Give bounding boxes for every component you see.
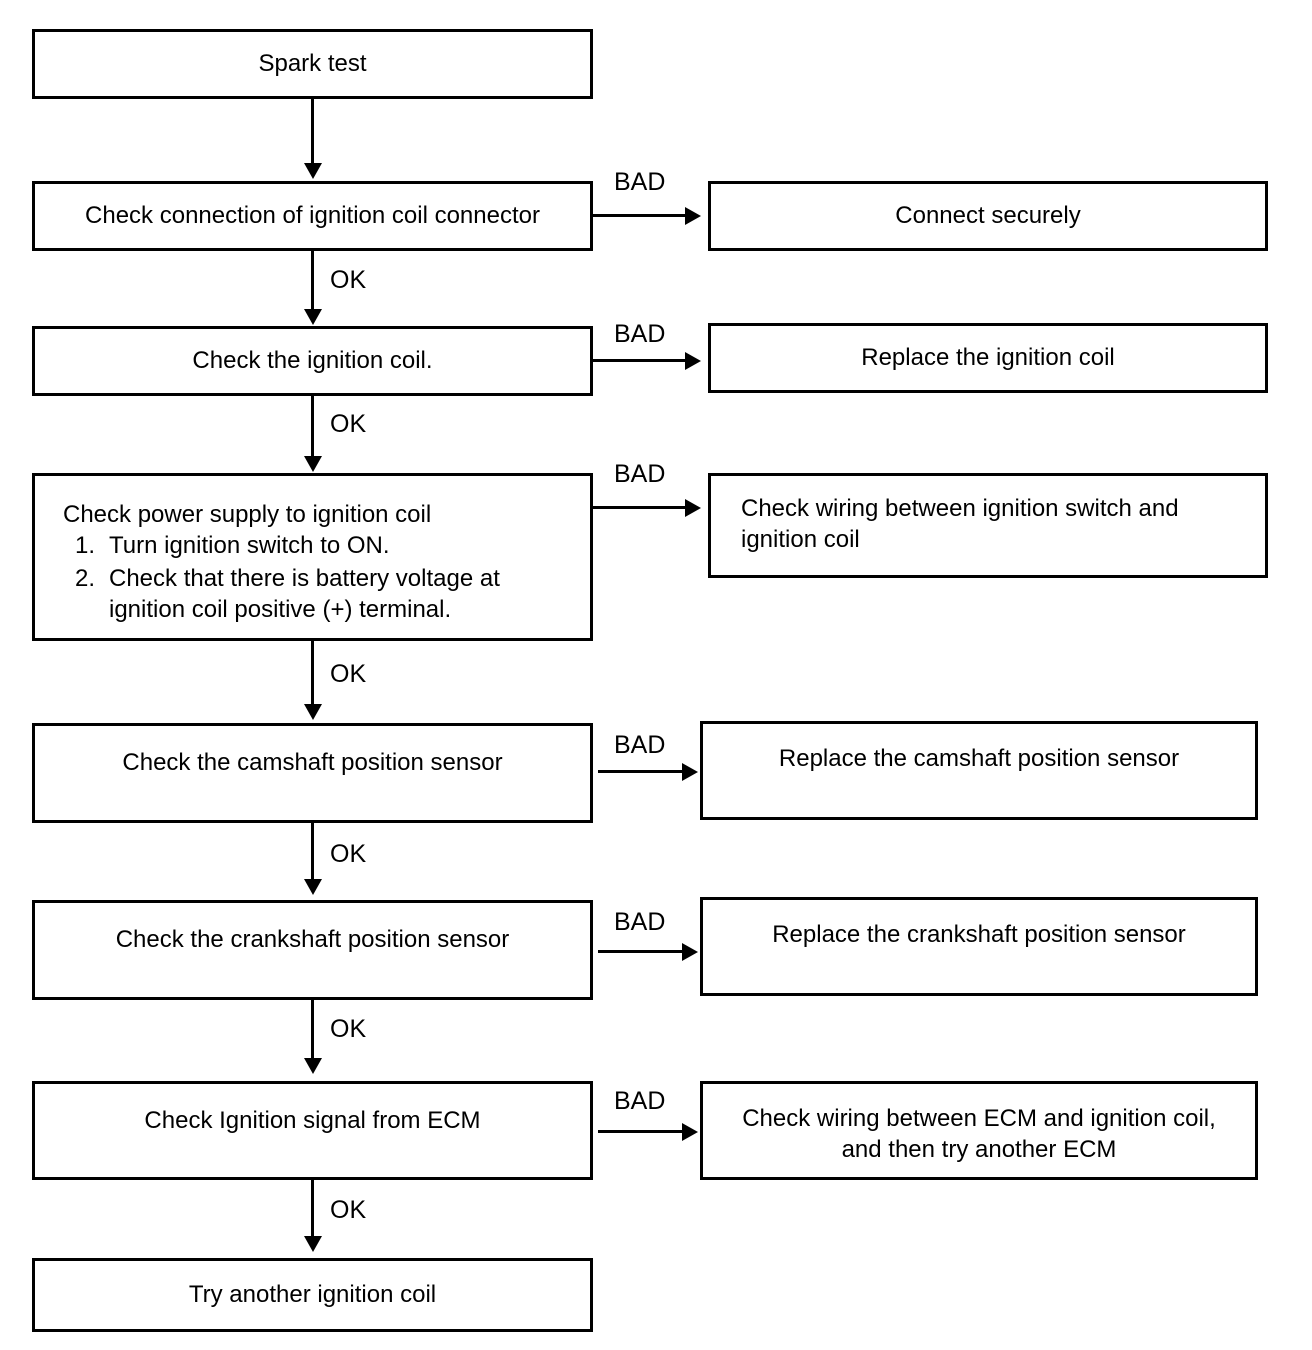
node-check-crankshaft-sensor-label: Check the crankshaft position sensor <box>115 926 510 953</box>
arrowhead-right-5 <box>682 943 698 961</box>
arrowhead-right-3 <box>685 499 701 517</box>
edge-label-ok-2: OK <box>330 410 367 438</box>
node-replace-crankshaft-sensor[interactable]: Replace the crankshaft position sensor <box>700 897 1258 996</box>
connector-bad-2 <box>593 359 689 362</box>
arrowhead-down-4 <box>304 704 322 720</box>
edge-label-ok-4: OK <box>330 840 367 868</box>
node-try-another-ignition-coil-label: Try another ignition coil <box>188 1280 437 1308</box>
edge-label-bad-2: BAD <box>614 320 666 348</box>
node-replace-camshaft-sensor-label: Replace the camshaft position sensor <box>778 745 1180 772</box>
node-replace-ignition-coil-label: Replace the ignition coil <box>861 343 1115 371</box>
arrowhead-down-6 <box>304 1058 322 1074</box>
connector-bad-4 <box>598 770 686 773</box>
step-text: Check that there is battery voltage at i… <box>109 564 500 623</box>
power-supply-step-list: 1. Turn ignition switch to ON. 2. Check … <box>63 531 580 625</box>
node-replace-crankshaft-sensor-label: Replace the crankshaft position sensor <box>772 921 1186 948</box>
edge-label-bad-5: BAD <box>614 908 666 936</box>
edge-label-bad-6: BAD <box>614 1087 666 1115</box>
node-check-ignition-coil-label: Check the ignition coil. <box>192 346 433 374</box>
node-check-crankshaft-sensor[interactable]: Check the crankshaft position sensor <box>32 900 593 1000</box>
node-check-power-supply-title: Check power supply to ignition coil <box>63 501 432 528</box>
node-check-wiring-ecm[interactable]: Check wiring between ECM and ignition co… <box>700 1081 1258 1180</box>
step-text: Turn ignition switch to ON. <box>109 532 390 560</box>
connector-4-to-5 <box>311 641 314 706</box>
connector-6-to-7 <box>311 1000 314 1060</box>
connector-bad-5 <box>598 950 686 953</box>
list-item: 1. Turn ignition switch to ON. <box>63 531 580 562</box>
connector-bad-6 <box>598 1130 686 1133</box>
node-check-connector-label: Check connection of ignition coil connec… <box>85 201 540 229</box>
node-check-connector[interactable]: Check connection of ignition coil connec… <box>32 181 593 251</box>
node-check-camshaft-sensor-label: Check the camshaft position sensor <box>122 749 503 776</box>
node-check-ignition-signal-ecm-label: Check Ignition signal from ECM <box>144 1107 481 1134</box>
node-replace-ignition-coil[interactable]: Replace the ignition coil <box>708 323 1268 393</box>
connector-1-to-2 <box>311 99 314 165</box>
edge-label-bad-3: BAD <box>614 460 666 488</box>
arrowhead-down-3 <box>304 456 322 472</box>
node-check-wiring-ecm-label: Check wiring between ECM and ignition co… <box>742 1105 1216 1163</box>
node-check-wiring-ignition-switch-label: Check wiring between ignition switch and… <box>741 495 1179 553</box>
arrowhead-right-4 <box>682 763 698 781</box>
node-connect-securely-label: Connect securely <box>895 201 1081 229</box>
node-check-ignition-coil[interactable]: Check the ignition coil. <box>32 326 593 396</box>
list-item: 2. Check that there is battery voltage a… <box>63 564 580 625</box>
arrowhead-right-6 <box>682 1123 698 1141</box>
node-check-ignition-signal-ecm[interactable]: Check Ignition signal from ECM <box>32 1081 593 1180</box>
node-replace-camshaft-sensor[interactable]: Replace the camshaft position sensor <box>700 721 1258 820</box>
node-spark-test-label: Spark test <box>258 49 367 77</box>
arrowhead-down-2 <box>304 309 322 325</box>
edge-label-ok-1: OK <box>330 266 367 294</box>
edge-label-ok-3: OK <box>330 660 367 688</box>
edge-label-ok-6: OK <box>330 1196 367 1224</box>
arrowhead-right-2 <box>685 352 701 370</box>
node-check-power-supply[interactable]: Check power supply to ignition coil 1. T… <box>32 473 593 641</box>
edge-label-ok-5: OK <box>330 1015 367 1043</box>
step-number: 2. <box>75 564 96 592</box>
arrowhead-down-5 <box>304 879 322 895</box>
connector-5-to-6 <box>311 823 314 881</box>
connector-bad-1 <box>593 214 689 217</box>
node-check-wiring-ignition-switch[interactable]: Check wiring between ignition switch and… <box>708 473 1268 578</box>
arrowhead-down-7 <box>304 1236 322 1252</box>
node-check-camshaft-sensor[interactable]: Check the camshaft position sensor <box>32 723 593 823</box>
node-try-another-ignition-coil[interactable]: Try another ignition coil <box>32 1258 593 1332</box>
connector-bad-3 <box>593 506 689 509</box>
connector-2-to-3 <box>311 251 314 311</box>
connector-7-to-8 <box>311 1180 314 1238</box>
node-spark-test[interactable]: Spark test <box>32 29 593 99</box>
edge-label-bad-1: BAD <box>614 168 666 196</box>
edge-label-bad-4: BAD <box>614 731 666 759</box>
arrowhead-down-1 <box>304 163 322 179</box>
step-number: 1. <box>75 532 96 560</box>
connector-3-to-4 <box>311 396 314 456</box>
node-connect-securely[interactable]: Connect securely <box>708 181 1268 251</box>
arrowhead-right-1 <box>685 207 701 225</box>
